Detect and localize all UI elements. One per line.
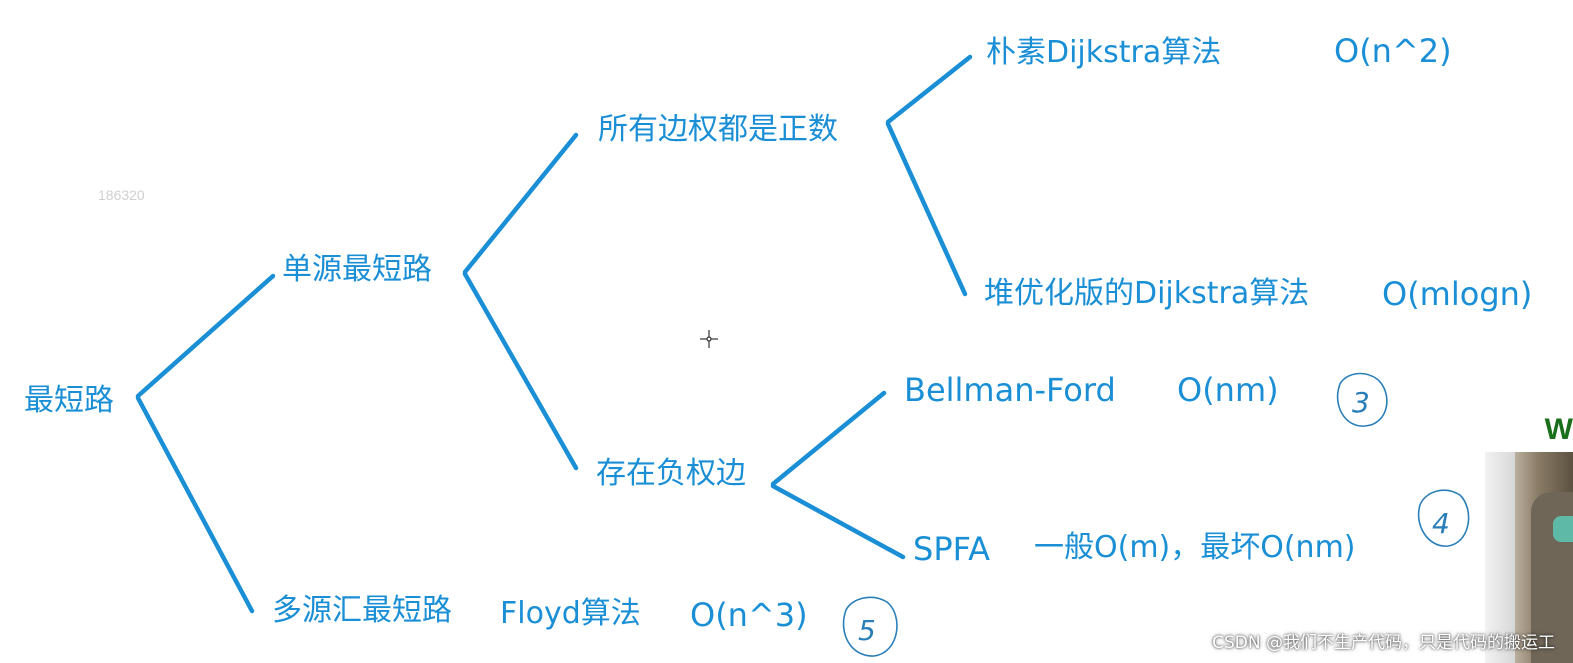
circled-4-annotation bbox=[1417, 489, 1470, 547]
edge-single-to-negative bbox=[462, 271, 579, 471]
faint-number-text: 186320 bbox=[98, 187, 145, 203]
circled-5-text: 5 bbox=[858, 614, 876, 647]
all-positive-node: 所有边权都是正数 bbox=[598, 112, 838, 147]
floyd-complexity: O(n^3) bbox=[690, 596, 808, 634]
edge-root-to-single-source bbox=[135, 273, 276, 399]
webcam-thumbnail bbox=[1485, 452, 1573, 663]
webcam-curtain bbox=[1485, 452, 1515, 663]
floyd-node: Floyd算法 bbox=[500, 596, 641, 631]
naive-dijkstra-complexity: O(n^2) bbox=[1334, 32, 1452, 70]
webcam-mask bbox=[1553, 516, 1573, 542]
root-node: 最短路 bbox=[24, 383, 114, 418]
circled-3-annotation bbox=[1336, 372, 1388, 427]
spfa-complexity: 一般O(m)，最坏O(nm) bbox=[1034, 530, 1356, 565]
spfa-node: SPFA bbox=[913, 530, 990, 568]
edge-positive-to-naive bbox=[885, 54, 973, 125]
circled-4-text: 4 bbox=[1432, 507, 1450, 540]
naive-dijkstra-node: 朴素Dijkstra算法 bbox=[986, 35, 1222, 70]
edge-negative-to-bellman bbox=[770, 390, 887, 487]
edge-single-to-positive bbox=[462, 132, 579, 275]
heap-dijkstra-complexity: O(mlogn) bbox=[1382, 275, 1533, 313]
circled-3-text: 3 bbox=[1352, 386, 1370, 419]
multi-source-node: 多源汇最短路 bbox=[272, 593, 452, 628]
csdn-watermark: CSDN @我们不生产代码，只是代码的搬运工 bbox=[1212, 633, 1555, 653]
heap-dijkstra-node: 堆优化版的Dijkstra算法 bbox=[984, 276, 1310, 311]
bellman-ford-complexity: O(nm) bbox=[1177, 371, 1279, 409]
crosshair-cursor-icon bbox=[700, 330, 718, 348]
circled-5-annotation bbox=[842, 596, 898, 657]
video-corner-letter: W bbox=[1544, 413, 1573, 446]
edge-negative-to-spfa bbox=[770, 483, 906, 560]
has-negative-node: 存在负权边 bbox=[596, 456, 746, 491]
single-source-node: 单源最短路 bbox=[282, 252, 432, 287]
edge-root-to-multi-source bbox=[135, 395, 255, 614]
bellman-ford-node: Bellman-Ford bbox=[904, 371, 1116, 409]
edge-positive-to-heap bbox=[885, 121, 968, 297]
